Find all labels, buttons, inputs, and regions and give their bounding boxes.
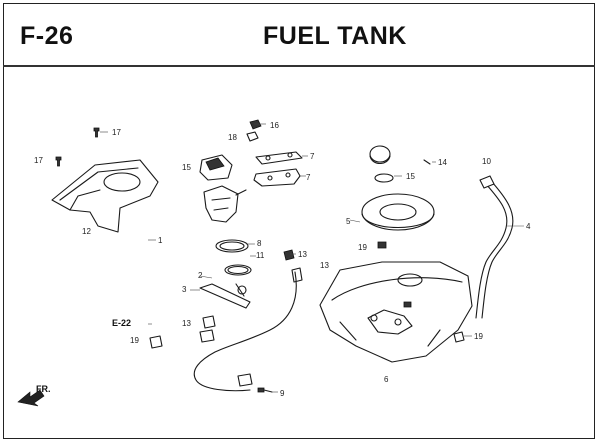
part-breather-tube-4[interactable] [475,181,514,319]
part-cap-gasket-15[interactable] [374,173,394,183]
front-direction-arrow: FR. [17,384,51,407]
callout-4: 4 [526,222,531,231]
part-frame-cover[interactable] [51,159,159,233]
callout-14: 14 [438,158,447,167]
part-clip-18[interactable] [246,131,259,142]
header-divider [3,65,595,67]
callout-19-left: 19 [130,336,139,345]
callout-6: 6 [384,375,389,384]
part-fuel-hose-pump[interactable] [193,249,303,392]
part-bolt-19-left[interactable] [149,335,163,349]
callout-7-upper: 7 [310,152,315,161]
callout-3: 3 [182,285,187,294]
part-hose-clamp-13-mid[interactable] [202,315,216,329]
part-seal-ring-11[interactable] [224,264,252,276]
part-fuel-pump[interactable] [199,154,247,223]
callout-19-right: 19 [474,332,483,341]
callout-13-top: 13 [298,250,307,259]
page-title: FUEL TANK [263,22,407,50]
part-bolt-19-tank-right[interactable] [453,331,465,343]
callout-19-neck: 19 [358,243,367,252]
part-screw-17-left[interactable] [55,156,62,167]
page-code: F-26 [20,22,74,50]
part-fuel-tank[interactable] [319,261,473,363]
part-bolt-9[interactable] [257,387,273,393]
arrow-icon [17,389,45,407]
callout-15-cap: 15 [406,172,415,181]
callout-e22: E-22 [112,318,131,328]
front-label: FR. [36,384,51,394]
callout-13-tank: 13 [320,261,329,270]
callout-8: 8 [257,239,262,248]
callout-5: 5 [346,217,351,226]
callout-17-top: 17 [112,128,121,137]
part-bracket-7-upper[interactable] [255,151,303,165]
part-clip-14[interactable] [423,159,431,165]
callout-9-bottom: 9 [280,389,285,398]
part-filler-neck-5[interactable] [361,193,435,231]
part-screw-17-top[interactable] [93,127,100,138]
part-bracket-7-lower[interactable] [253,168,301,187]
part-fuel-cap-10[interactable] [369,145,391,165]
callout-7-lower: 7 [306,173,311,182]
callout-13-mid: 13 [182,319,191,328]
callout-17-left: 17 [34,156,43,165]
part-tube-fitting-9[interactable] [479,175,495,189]
callout-2: 2 [198,271,203,280]
callout-18: 18 [228,133,237,142]
callout-11: 11 [256,251,265,260]
callout-12: 12 [82,227,91,236]
part-bolt-19-neck[interactable] [377,241,387,249]
callout-16: 16 [270,121,279,130]
callout-1: 1 [158,236,163,245]
part-gasket-ring-8[interactable] [215,239,249,253]
part-clip-16[interactable] [249,119,262,130]
callout-10: 10 [482,157,491,166]
part-fuel-sender-arm[interactable] [199,283,251,309]
callout-15-pump: 15 [182,163,191,172]
diagram-frame [3,3,595,439]
leader-lines [100,123,524,393]
